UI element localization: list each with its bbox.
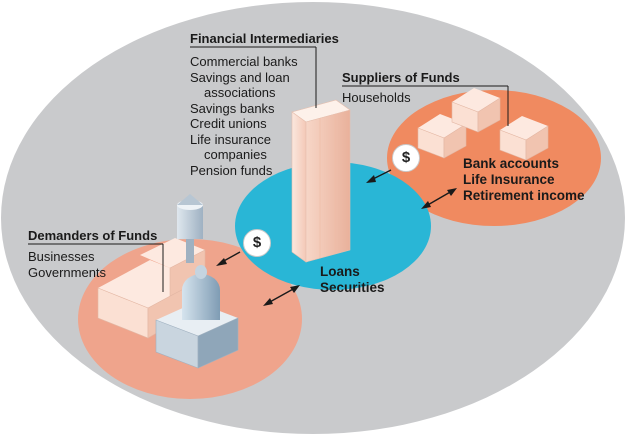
intermediaries-title: Financial Intermediaries xyxy=(190,31,339,46)
list-item: Pension funds xyxy=(190,162,273,178)
suppliers-subtitle: Households xyxy=(342,90,411,105)
dollar-icon: $ xyxy=(243,229,271,257)
list-item: Businesses xyxy=(28,249,95,264)
government-building-icon xyxy=(155,265,239,369)
intermediaries-list: Commercial banks Savings and loan associ… xyxy=(190,54,298,178)
houses-icon xyxy=(417,88,549,161)
arrow-market-to-demanders xyxy=(216,251,241,266)
tower-building-icon xyxy=(291,99,351,263)
list-item: Governments xyxy=(28,264,107,280)
arrow-suppliers-to-market xyxy=(366,169,392,183)
list-item: Life Insurance xyxy=(463,172,555,187)
list-item: Bank accounts xyxy=(463,156,560,171)
demanders-list: Businesses Governments xyxy=(28,249,106,280)
water-tower-icon xyxy=(177,194,203,263)
list-item: associations xyxy=(204,85,276,100)
list-item: Loans xyxy=(320,264,360,279)
market-list: Loans Securities xyxy=(320,264,385,296)
list-item: Retirement income xyxy=(463,188,585,203)
suppliers-list: Bank accounts Life Insurance Retirement … xyxy=(463,156,585,204)
arrow-market-suppliers-two-way xyxy=(421,188,457,209)
list-item: Savings banks xyxy=(190,100,275,116)
suppliers-title: Suppliers of Funds xyxy=(342,70,460,85)
arrow-demanders-market-two-way xyxy=(263,285,300,306)
list-item: Credit unions xyxy=(190,116,267,131)
list-item: Savings and loan xyxy=(190,69,290,85)
list-item: Life insurance xyxy=(190,131,271,147)
list-item: Commercial banks xyxy=(190,54,298,69)
list-item: companies xyxy=(204,147,267,162)
list-item: Securities xyxy=(320,280,385,295)
dollar-icon: $ xyxy=(392,144,420,172)
demanders-title: Demanders of Funds xyxy=(28,228,158,243)
